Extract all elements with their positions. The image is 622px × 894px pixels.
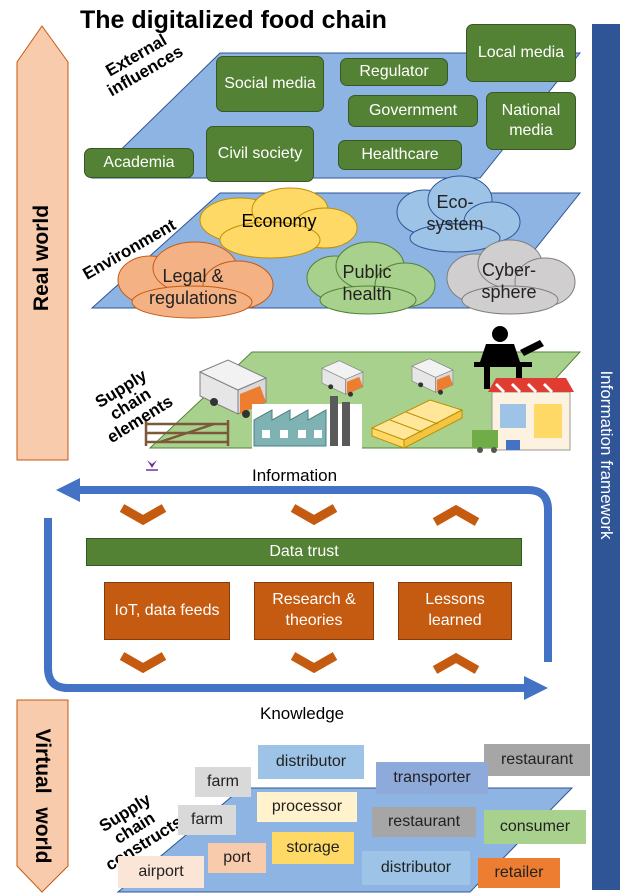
logo-mark-icon — [146, 460, 158, 471]
construct-transporter: transporter — [376, 762, 488, 794]
information-arrow — [56, 478, 552, 662]
influence-national-media: National media — [486, 92, 576, 150]
truck-icon — [321, 360, 364, 397]
chevron-down-icon — [119, 652, 167, 674]
influence-government: Government — [348, 95, 478, 127]
cloud-public-health — [306, 241, 436, 315]
construct-distributor: distributor — [362, 851, 470, 885]
knowledge-label: Knowledge — [260, 704, 345, 723]
truck-icon — [411, 358, 454, 395]
knowledge-arrow — [44, 518, 548, 700]
influence-academia: Academia — [84, 148, 194, 178]
construct-farm: farm — [195, 767, 251, 797]
construct-distributor: distributor — [258, 745, 364, 779]
fence-icon — [144, 420, 230, 446]
information-framework-bar — [592, 24, 620, 890]
factory-icon — [252, 396, 362, 452]
construct-restaurant: restaurant — [372, 807, 476, 837]
influence-local-media: Local media — [466, 24, 576, 82]
construct-storage: storage — [272, 832, 354, 864]
virtual-world-arrow — [16, 699, 69, 893]
construct-farm: farm — [178, 805, 236, 835]
data-trust-label: Data trust — [269, 543, 339, 560]
iot-data-feeds-box: IoT, data feeds — [104, 582, 230, 640]
cheese-icon — [370, 399, 464, 449]
influence-civil-society: Civil society — [206, 126, 314, 182]
shop-icon — [472, 378, 574, 453]
construct-processor: processor — [257, 792, 357, 822]
data-trust-bar: Data trust — [86, 538, 522, 566]
truck-icon — [198, 359, 268, 418]
cloud-economy-label: Economy — [241, 210, 317, 231]
cloud-legal-label: Legal & regulations — [148, 265, 238, 309]
diagram-title: The digitalized food chain — [80, 6, 387, 34]
cloud-cybersphere-label: Cyber-sphere — [481, 259, 537, 303]
research-theories-box: Research & theories — [254, 582, 374, 640]
construct-port: port — [208, 843, 266, 873]
construct-retailer: retailer — [478, 858, 560, 888]
construct-airport: airport — [118, 856, 204, 888]
chevron-down-icon — [119, 504, 167, 526]
cloud-legal — [117, 241, 274, 319]
construct-consumer: consumer — [484, 810, 586, 844]
real-world-arrow — [16, 25, 69, 461]
influence-regulator: Regulator — [340, 58, 448, 86]
chevron-up-icon — [432, 652, 480, 674]
construct-restaurant: restaurant — [484, 744, 590, 776]
chevron-down-icon — [290, 652, 338, 674]
chevron-down-icon — [290, 504, 338, 526]
influence-social-media: Social media — [216, 56, 324, 112]
cloud-cybersphere — [446, 239, 576, 315]
cloud-public-health-label: Public health — [342, 261, 392, 305]
cloud-economy — [199, 187, 358, 259]
influence-healthcare: Healthcare — [338, 140, 462, 170]
chevron-up-icon — [432, 504, 480, 526]
butcher-icon — [474, 326, 544, 389]
cloud-ecosystem — [396, 175, 521, 253]
information-label: Information — [252, 466, 338, 485]
lessons-learned-box: Lessons learned — [398, 582, 512, 640]
cloud-ecosystem-label: Eco-system — [426, 191, 484, 235]
